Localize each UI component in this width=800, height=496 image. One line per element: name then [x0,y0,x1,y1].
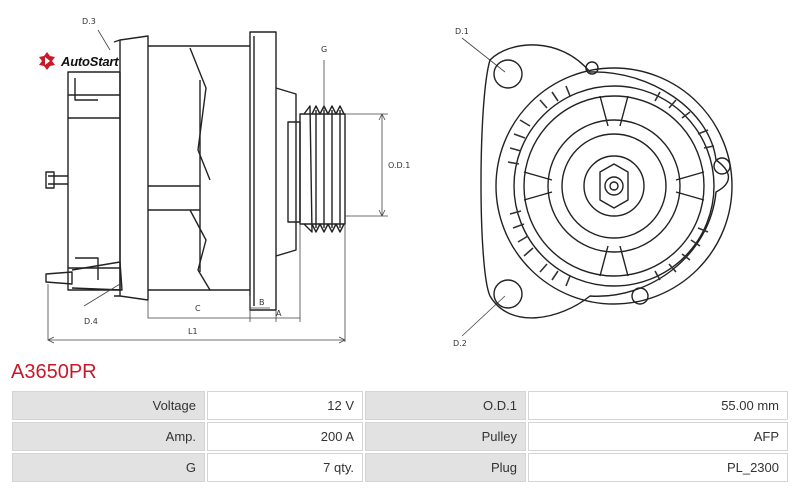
spec-label: O.D.1 [365,391,526,420]
label-d2: D.2 [453,339,467,348]
label-c: C [195,304,201,313]
label-g: G [321,45,327,54]
alternator-side-view [45,31,346,311]
autostart-logo-icon [39,52,55,70]
label-d3: D.3 [82,17,96,26]
spec-value: 200 A [207,422,363,451]
label-od1: O.D.1 [388,161,410,170]
label-b: B [259,298,265,307]
table-row: G 7 qty. Plug PL_2300 [12,453,788,482]
spec-value: 12 V [207,391,363,420]
spec-label: Voltage [12,391,205,420]
label-l1: L1 [188,327,198,336]
label-a: A [276,309,282,318]
diagram-labels: D.3 G O.D.1 D.4 B C A L1 D.1 D.2 [82,17,469,348]
alternator-technical-drawing: D.3 G O.D.1 D.4 B C A L1 D.1 D.2 [45,17,733,348]
spec-value: AFP [528,422,788,451]
spec-label: G [12,453,205,482]
spec-value: PL_2300 [528,453,788,482]
spec-label: Plug [365,453,526,482]
dimension-lines [47,29,506,344]
part-number: A3650PR [11,361,97,383]
table-row: Voltage 12 V O.D.1 55.00 mm [12,391,788,420]
alternator-front-view [480,44,733,319]
spec-value: 7 qty. [207,453,363,482]
specs-table: Voltage 12 V O.D.1 55.00 mm Amp. 200 A P… [10,389,790,484]
label-d1: D.1 [455,27,469,36]
vent-slots [507,85,715,287]
spec-label: Amp. [12,422,205,451]
table-row: Amp. 200 A Pulley AFP [12,422,788,451]
autostart-logo: AutoStart [37,51,119,71]
label-d4: D.4 [84,317,98,326]
spec-value: 55.00 mm [528,391,788,420]
logo-text: AutoStart [61,53,119,69]
spec-label: Pulley [365,422,526,451]
